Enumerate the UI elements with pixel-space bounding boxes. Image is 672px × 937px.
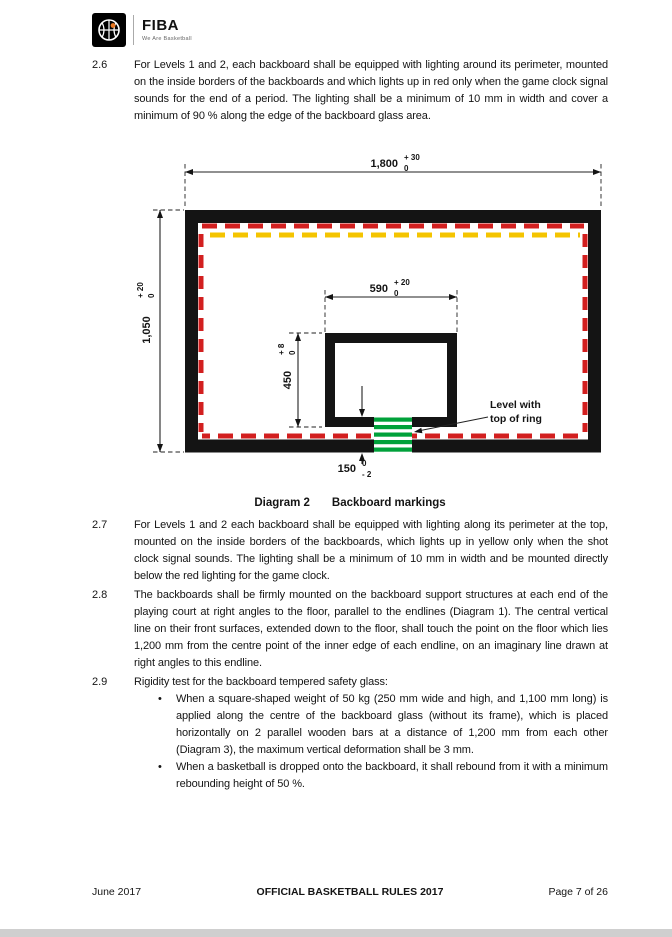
svg-text:Level with: Level with [490, 399, 541, 411]
section-text: For Levels 1 and 2, each backboard shall… [134, 59, 608, 122]
fiba-brand: FIBA [142, 17, 179, 34]
svg-text:450: 450 [282, 371, 294, 389]
backboard-diagram: 1,800 + 30 0 1,050 + 20 0 [136, 153, 602, 479]
svg-text:+ 8: + 8 [277, 343, 286, 355]
footer-page-number: Page 7 of 26 [548, 886, 608, 898]
svg-text:0: 0 [394, 289, 399, 298]
rigidity-test-bullets: • When a square-shaped weight of 50 kg (… [134, 691, 608, 793]
svg-text:590: 590 [370, 283, 388, 295]
section-number: 2.8 [92, 589, 108, 601]
ring-level-marker [374, 417, 412, 452]
bullet-text: When a square-shaped weight of 50 kg (25… [176, 693, 608, 756]
dim-ring-offset: 150 0 - 2 [338, 386, 372, 479]
svg-text:1,800: 1,800 [370, 158, 398, 170]
section-text: The backboards shall be firmly mounted o… [134, 589, 608, 669]
inner-rectangle [325, 333, 457, 427]
section-2-8: 2.8 The backboards shall be firmly mount… [92, 587, 608, 672]
svg-text:0: 0 [362, 459, 367, 468]
page-footer: June 2017 OFFICIAL BASKETBALL RULES 2017… [92, 886, 608, 898]
diagram-caption: Diagram 2 Backboard markings [92, 497, 608, 509]
section-number: 2.7 [92, 519, 108, 531]
svg-text:0: 0 [288, 350, 297, 355]
dim-board-width: 1,800 + 30 0 [184, 153, 602, 209]
diagram-caption-title: Backboard markings [331, 497, 446, 509]
svg-text:0: 0 [147, 293, 156, 298]
list-item: • When a basketball is dropped onto the … [134, 759, 608, 793]
svg-text:+ 30: + 30 [404, 153, 420, 162]
svg-text:0: 0 [404, 164, 409, 173]
diagram-2: 1,800 + 30 0 1,050 + 20 0 [100, 146, 645, 496]
basketball-icon [98, 19, 120, 41]
section-number: 2.9 [92, 676, 108, 688]
section-2-7: 2.7 For Levels 1 and 2 each backboard sh… [92, 517, 608, 585]
svg-text:top of ring: top of ring [490, 413, 542, 425]
section-2-6: 2.6 For Levels 1 and 2, each backboard s… [92, 57, 608, 127]
section-number: 2.6 [92, 59, 108, 71]
footer-date: June 2017 [92, 886, 142, 898]
dim-rect-width: 590 + 20 0 [324, 278, 458, 332]
page-bottom-edge [0, 929, 672, 937]
svg-text:- 2: - 2 [362, 470, 372, 479]
bullet-text: When a basketball is dropped onto the ba… [176, 761, 608, 790]
svg-text:+ 20: + 20 [394, 278, 410, 287]
fiba-logo-emblem [92, 13, 126, 47]
footer-title: OFFICIAL BASKETBALL RULES 2017 [256, 886, 444, 898]
fiba-logo-text: FIBA We Are Basketball [133, 15, 192, 45]
svg-text:1,050: 1,050 [141, 316, 153, 344]
ring-level-annotation: Level with top of ring [414, 399, 542, 434]
diagram-caption-label: Diagram 2 [254, 497, 310, 509]
fiba-logo: FIBA We Are Basketball [92, 13, 192, 47]
section-text: Rigidity test for the backboard tempered… [134, 676, 388, 688]
svg-text:150: 150 [338, 463, 356, 475]
section-2-9: 2.9 Rigidity test for the backboard temp… [92, 674, 608, 793]
svg-text:+ 20: + 20 [136, 282, 145, 298]
dim-rect-height: 450 + 8 0 [277, 332, 322, 428]
bullet-icon: • [158, 761, 162, 773]
bullet-icon: • [158, 693, 162, 705]
section-text: For Levels 1 and 2 each backboard shall … [134, 519, 608, 582]
list-item: • When a square-shaped weight of 50 kg (… [134, 691, 608, 759]
sections-lower: 2.7 For Levels 1 and 2 each backboard sh… [92, 517, 608, 795]
dim-board-height: 1,050 + 20 0 [136, 209, 184, 453]
fiba-tagline: We Are Basketball [142, 36, 192, 42]
